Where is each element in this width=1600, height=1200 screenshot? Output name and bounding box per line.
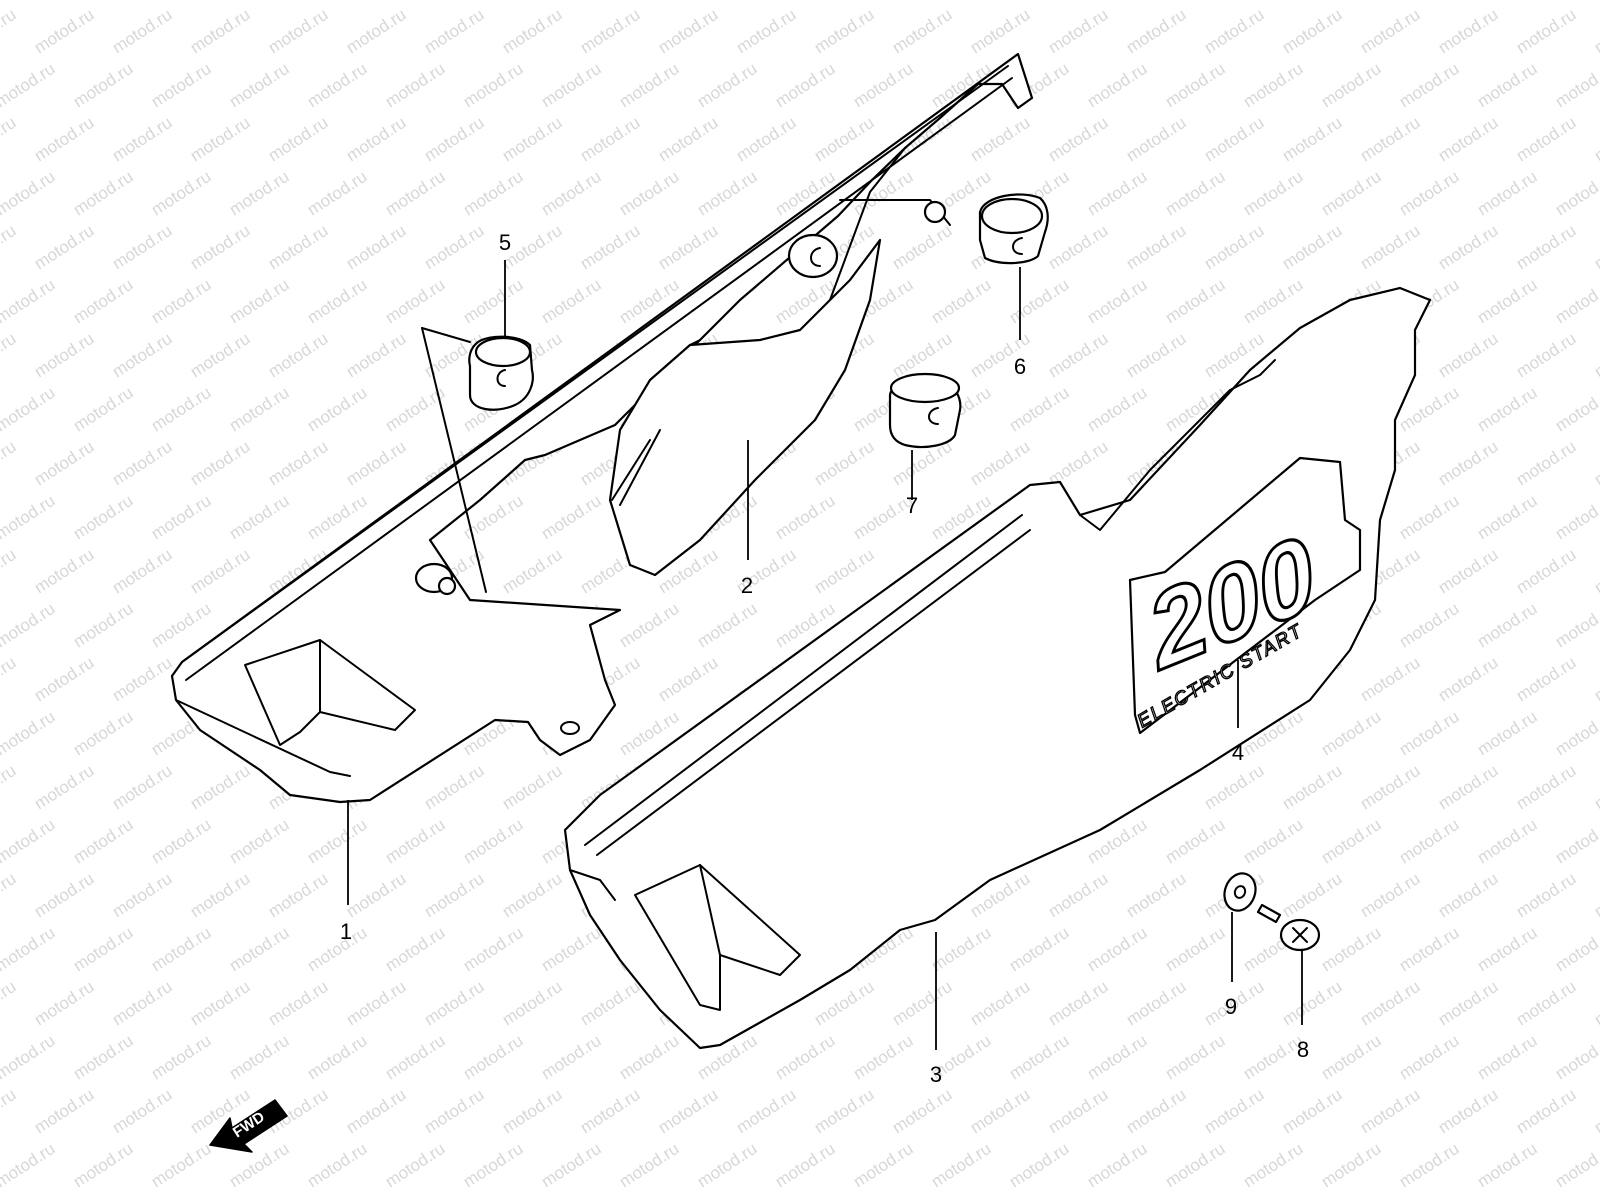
inner-panel[interactable]: [608, 233, 882, 577]
callout-2: 2: [741, 573, 753, 598]
pin-icon: [923, 200, 947, 224]
callout-4: 4: [1232, 740, 1244, 765]
grommet-5[interactable]: [468, 335, 534, 411]
grommet-icon: [787, 233, 839, 279]
frame-cover-right[interactable]: [563, 286, 1432, 1050]
arrow-left-icon: [209, 1099, 288, 1153]
callout-8: 8: [1297, 1037, 1309, 1062]
washer-9[interactable]: [1219, 869, 1260, 915]
screw-8[interactable]: [1256, 903, 1321, 952]
callout-6: 6: [1014, 354, 1026, 379]
grommet-6[interactable]: [978, 193, 1049, 265]
callout-9: 9: [1225, 994, 1237, 1019]
spacer-7[interactable]: [888, 372, 962, 449]
callout-3: 3: [930, 1062, 942, 1087]
callout-7: 7: [906, 493, 918, 518]
washer-icon: [1223, 872, 1257, 912]
callout-1: 1: [340, 919, 352, 944]
leader-lines: [347, 260, 1303, 1050]
callout-5: 5: [499, 230, 511, 255]
